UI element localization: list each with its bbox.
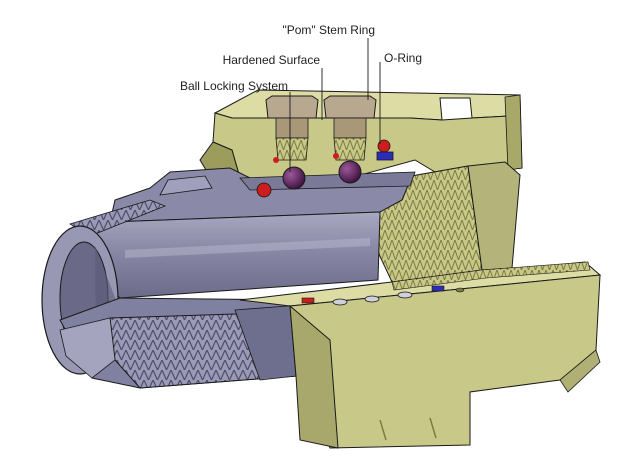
label-hardened-surface: Hardened Surface: [223, 53, 321, 67]
o-ring-backup: [376, 151, 394, 161]
locking-ball-1: [282, 166, 306, 190]
seal-red-1: [256, 182, 272, 198]
label-pom-stem-ring: "Pom" Stem Ring: [282, 23, 375, 37]
label-o-ring: O-Ring: [384, 51, 422, 65]
label-ball-locking-system: Ball Locking System: [180, 79, 288, 93]
leader-lines: [289, 38, 381, 172]
locking-ball-2: [338, 160, 362, 184]
locking-components: [256, 95, 394, 198]
pom-stem-ring-1: [265, 95, 319, 119]
stem-section: [41, 167, 416, 389]
pom-stem-ring-2: [323, 95, 377, 119]
lower-body-section: [239, 261, 602, 449]
